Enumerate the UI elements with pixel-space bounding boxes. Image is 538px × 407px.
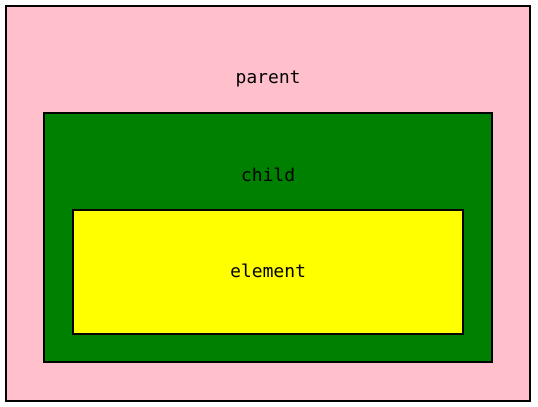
parent-label: parent — [235, 67, 301, 88]
parent-box: parent child element — [5, 5, 531, 402]
element-box: element — [72, 209, 464, 335]
child-label: child — [240, 165, 296, 186]
child-box: child element — [43, 112, 493, 363]
element-label: element — [230, 261, 306, 282]
